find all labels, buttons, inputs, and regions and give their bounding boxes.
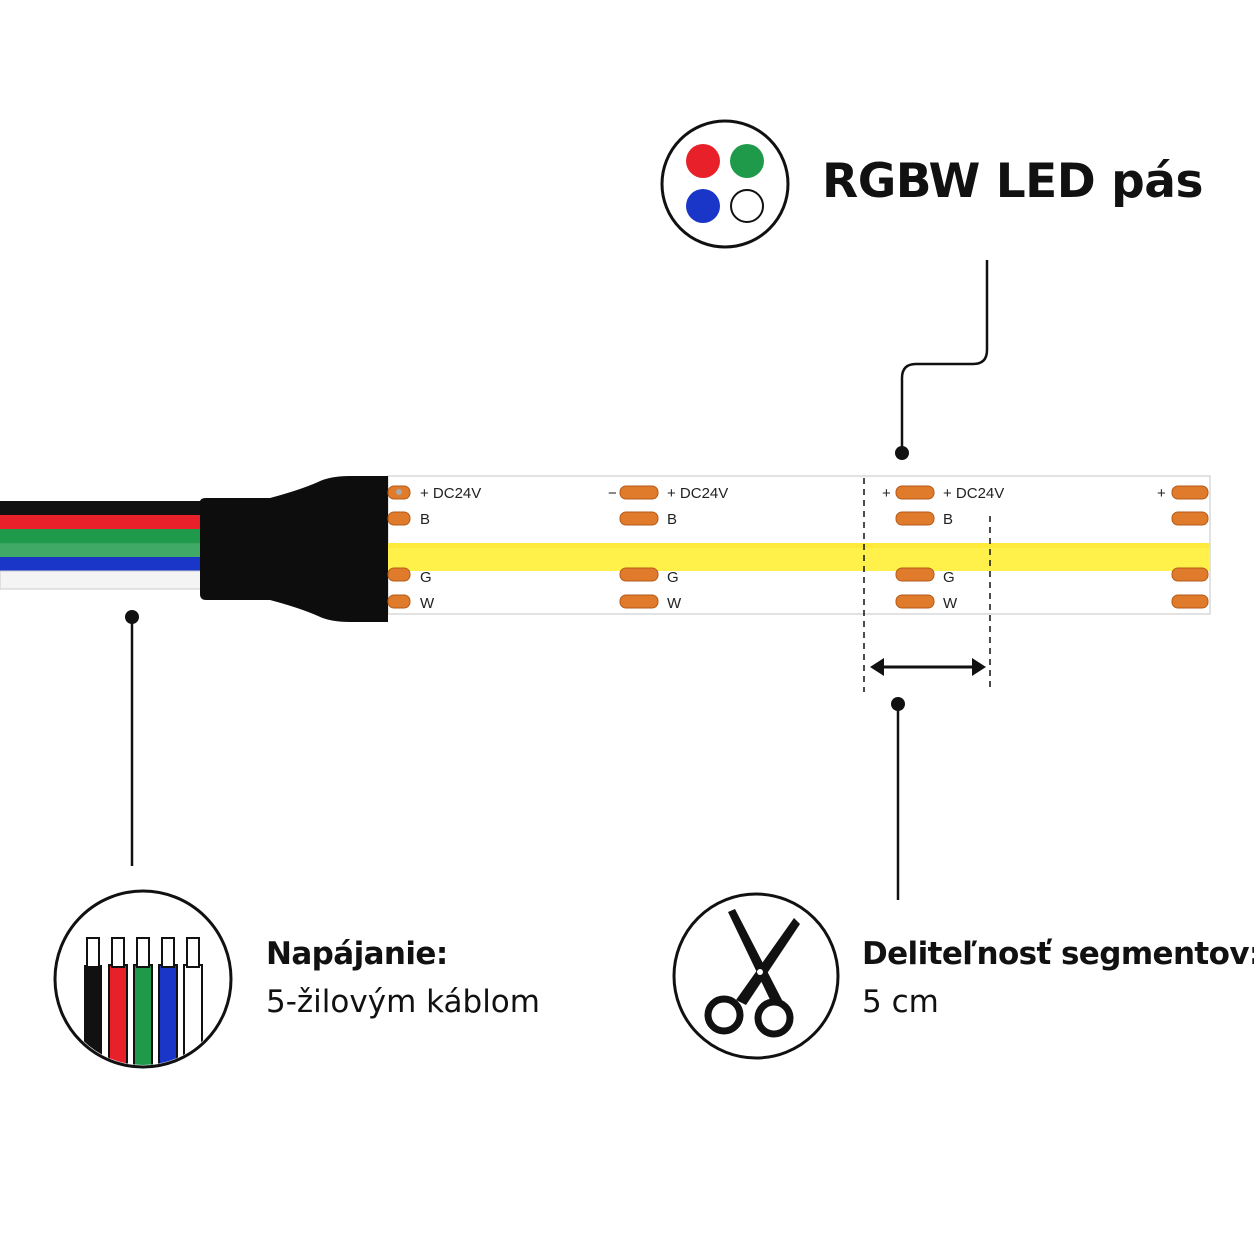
rgbw-dots-icon: [660, 119, 790, 249]
pad: [619, 594, 659, 609]
pad: [619, 511, 659, 526]
label-voltage: + DC24V: [667, 485, 728, 502]
wire-blue: [0, 557, 215, 571]
label-b: B: [420, 511, 430, 528]
red-dot: [686, 144, 720, 178]
title-leader-dot: [895, 446, 909, 460]
wire-black: [0, 501, 215, 515]
pad: [1171, 511, 1209, 526]
label-voltage: + DC24V: [420, 485, 481, 502]
pad: [895, 511, 935, 526]
scissors-icon: [672, 892, 840, 1060]
wire-white: [0, 570, 216, 590]
label-minus: −: [608, 485, 617, 502]
pad: [387, 567, 411, 582]
blue-dot: [686, 189, 720, 223]
label-w: W: [667, 595, 682, 612]
pad: [387, 511, 411, 526]
label-voltage: + DC24V: [943, 485, 1004, 502]
segment-leader-dot: [891, 697, 905, 711]
pad: [387, 594, 411, 609]
segment-subtitle: 5 cm: [862, 984, 939, 1020]
label-g: G: [420, 569, 432, 586]
cable-connector: [200, 476, 388, 622]
segment-title: Deliteľnosť segmentov:: [862, 936, 1254, 972]
five-wire-cable-icon: [53, 889, 233, 1069]
wire-green: [0, 529, 215, 543]
pad: [619, 567, 659, 582]
label-g: G: [943, 569, 955, 586]
label-w: W: [943, 595, 958, 612]
led-strip: [387, 475, 1211, 615]
wire-red: [0, 515, 215, 529]
cable-wires: [0, 501, 216, 590]
label-w: W: [420, 595, 435, 612]
power-leader-dot: [125, 610, 139, 624]
segment-markers: [863, 478, 991, 692]
pad: [895, 485, 935, 500]
label-b: B: [667, 511, 677, 528]
callout-lines: [130, 260, 989, 900]
white-dot: [730, 189, 764, 223]
label-g: G: [667, 569, 679, 586]
pad: [1171, 485, 1209, 500]
pad: [895, 567, 935, 582]
power-subtitle: 5-žilovým káblom: [266, 984, 540, 1020]
pad: [619, 485, 659, 500]
pad-holes: [396, 489, 402, 495]
green-dot: [730, 144, 764, 178]
label-plus: +: [882, 485, 891, 502]
label-plus: +: [1157, 485, 1166, 502]
product-title: RGBW LED pás: [822, 154, 1204, 209]
power-title: Napájanie:: [266, 936, 448, 972]
copper-pads: [387, 485, 1209, 609]
title-leader-line: [900, 260, 989, 452]
strip-labels: + DC24V B G W − + DC24V B G W + + DC24V …: [420, 485, 1166, 612]
label-b: B: [943, 511, 953, 528]
pad: [1171, 567, 1209, 582]
pad: [895, 594, 935, 609]
segment-arrowhead-left: [870, 658, 884, 676]
segment-arrowhead-right: [972, 658, 986, 676]
pad: [1171, 594, 1209, 609]
